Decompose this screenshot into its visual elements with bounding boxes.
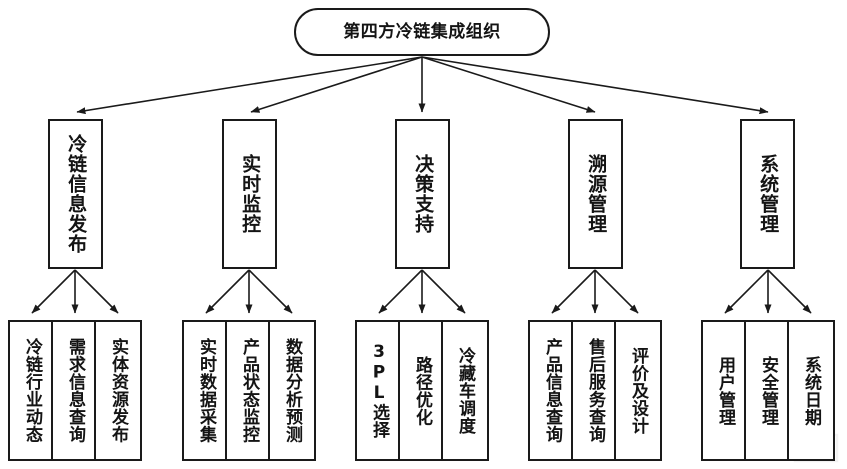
branch-1-edges bbox=[31, 269, 119, 314]
branch-node-1-label: 冷链信息发布 bbox=[65, 134, 88, 254]
root-edges bbox=[76, 56, 769, 115]
leaf-node-2-3-label: 数据分析预测 bbox=[282, 338, 303, 443]
leaf-node-4-3: 评价及设计 bbox=[614, 320, 662, 461]
leaf-node-3-1: 3PL选择 bbox=[355, 320, 403, 461]
leaf-node-1-3: 实体资源发布 bbox=[94, 320, 142, 461]
leaf-node-5-1: 用户管理 bbox=[701, 320, 749, 461]
root-node-label: 第四方冷链集成组织 bbox=[343, 21, 501, 42]
leaf-node-2-1-label: 实时数据采集 bbox=[196, 338, 217, 443]
branch-4-edges bbox=[551, 269, 639, 314]
branch-3-edges bbox=[378, 269, 466, 314]
leaf-node-2-1: 实时数据采集 bbox=[182, 320, 230, 461]
branch-node-2-label: 实时监控 bbox=[239, 154, 262, 234]
branch-node-5-label: 系统管理 bbox=[757, 154, 780, 234]
leaf-node-3-2: 路径优化 bbox=[398, 320, 446, 461]
leaf-node-4-1: 产品信息查询 bbox=[528, 320, 576, 461]
leaf-node-4-2-label: 售后服务查询 bbox=[585, 338, 606, 443]
branch-node-1: 冷链信息发布 bbox=[48, 119, 103, 269]
root-node: 第四方冷链集成组织 bbox=[294, 8, 550, 56]
leaf-node-5-3: 系统日期 bbox=[787, 320, 835, 461]
leaf-node-3-2-label: 路径优化 bbox=[412, 355, 433, 426]
leaf-node-4-2: 售后服务查询 bbox=[571, 320, 619, 461]
branch-node-4-label: 溯源管理 bbox=[585, 154, 608, 234]
leaf-node-1-2-label: 需求信息查询 bbox=[65, 338, 86, 443]
branch-node-5: 系统管理 bbox=[740, 119, 795, 269]
leaf-node-1-1-label: 冷链行业动态 bbox=[22, 338, 43, 443]
leaf-node-1-1: 冷链行业动态 bbox=[8, 320, 56, 461]
leaf-node-2-2-label: 产品状态监控 bbox=[239, 338, 260, 443]
leaf-node-2-2: 产品状态监控 bbox=[225, 320, 273, 461]
branch-2-edges bbox=[205, 269, 293, 314]
branch-5-edges bbox=[724, 269, 812, 314]
leaf-node-5-2-label: 安全管理 bbox=[758, 355, 779, 426]
leaf-node-5-3-label: 系统日期 bbox=[801, 355, 822, 426]
leaf-node-1-3-label: 实体资源发布 bbox=[108, 338, 129, 443]
branch-node-2: 实时监控 bbox=[222, 119, 277, 269]
branch-node-3: 决策支持 bbox=[395, 119, 450, 269]
leaf-node-3-3: 冷藏车调度 bbox=[441, 320, 489, 461]
leaf-node-3-1-label: 3PL选择 bbox=[369, 342, 390, 439]
leaf-node-5-2: 安全管理 bbox=[744, 320, 792, 461]
leaf-node-4-3-label: 评价及设计 bbox=[628, 346, 649, 435]
leaf-node-5-1-label: 用户管理 bbox=[715, 355, 736, 426]
leaf-node-3-3-label: 冷藏车调度 bbox=[455, 346, 476, 435]
leaf-node-1-2: 需求信息查询 bbox=[51, 320, 99, 461]
leaf-node-2-3: 数据分析预测 bbox=[268, 320, 316, 461]
branch-node-3-label: 决策支持 bbox=[412, 154, 435, 234]
leaf-node-4-1-label: 产品信息查询 bbox=[542, 338, 563, 443]
branch-node-4: 溯源管理 bbox=[568, 119, 623, 269]
